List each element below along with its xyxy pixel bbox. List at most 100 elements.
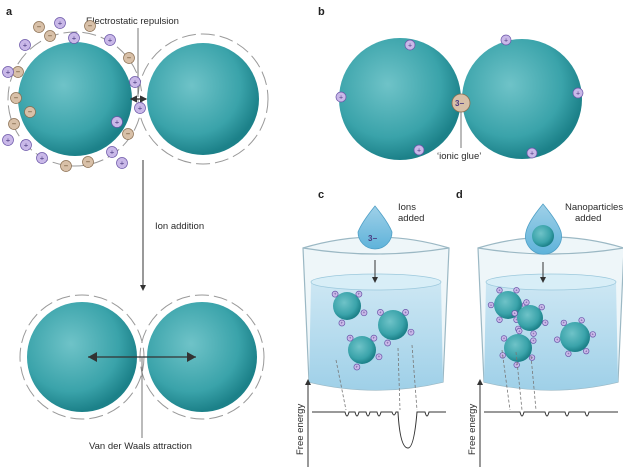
ion-c-1-0-cation	[377, 309, 384, 316]
ion-a-2-sign: −	[88, 21, 93, 30]
ion-a-14-sign: +	[40, 153, 45, 162]
water-surface-d	[485, 273, 617, 291]
dispersed-particles-c: ++++++++++++	[331, 290, 415, 371]
ion-a-16-sign: −	[86, 157, 91, 166]
ion-b-3-sign: +	[504, 37, 508, 44]
ion-d-3-2-sign: +	[556, 337, 559, 342]
ion-d-2-4-sign: +	[518, 328, 521, 333]
ion-a-22-sign: +	[72, 33, 77, 42]
ion-a-15-anion	[60, 160, 72, 172]
ion-d-0-2-sign: +	[498, 317, 501, 322]
ion-a-19-cation	[2, 134, 14, 146]
panel-label-c: c	[318, 189, 324, 201]
free-energy-label-d: Free energy	[467, 404, 478, 455]
energy-curve-d	[484, 411, 618, 417]
ion-c-1-1-cation	[402, 309, 409, 316]
ion-d-3-0-cation	[583, 347, 590, 355]
ion-d-0-2-cation	[496, 316, 503, 323]
repulsion-label: Electrostatic repulsion	[86, 16, 179, 27]
beaker-rim-d	[477, 247, 623, 255]
nanoparticle-bottom-right	[147, 302, 257, 412]
ion-d-2-3-cation	[500, 335, 508, 342]
water-c	[309, 277, 443, 390]
ion-a-8-anion	[10, 92, 22, 104]
nanoparticle-right	[147, 43, 259, 155]
ions-added-line1: Ions	[398, 202, 416, 213]
ion-d-2-0-sign: +	[531, 355, 534, 360]
ion-d-3-1-cation	[565, 350, 572, 357]
ion-d-3-0-sign: +	[585, 348, 588, 353]
ion-c-2-0-sign: +	[349, 335, 352, 340]
ion-c-0-2-sign: +	[363, 310, 366, 315]
ion-a-6-sign: +	[6, 67, 11, 76]
ion-c-0-3-cation	[338, 319, 346, 327]
guide-line-c-2	[397, 347, 401, 411]
ionic-glue-label: ‘ionic glue’	[437, 151, 481, 162]
ions-added-line2: added	[398, 213, 424, 224]
ion-b-0-cation	[404, 39, 416, 51]
ion-a-21-cation	[111, 116, 123, 128]
ion-a-1-sign: −	[37, 22, 42, 31]
ion-d-3-5-sign: +	[592, 332, 595, 337]
ion-d-1-0-sign: +	[544, 320, 547, 325]
ion-a-14-cation	[36, 152, 48, 164]
ion-d-0-3-sign: +	[490, 302, 493, 307]
ion-b-1-sign: +	[339, 94, 343, 101]
guide-line-d-3	[530, 355, 537, 411]
ion-d-3-5-cation	[589, 331, 596, 338]
ion-d-1-5-cation	[538, 303, 545, 311]
ion-d-1-3-cation	[511, 310, 518, 317]
ion-c-2-3-cation	[353, 363, 361, 371]
ion-addition-label: Ion addition	[155, 221, 204, 232]
ion-a-1-anion	[33, 21, 45, 33]
nanoparticle-b-right	[462, 39, 582, 159]
ion-c-2-2-cation	[375, 353, 383, 361]
ion-a-5-sign: −	[16, 67, 21, 76]
ion-d-1-4-sign: +	[525, 300, 528, 305]
ion-a-12-sign: +	[24, 140, 29, 149]
particle-c-1	[378, 310, 408, 340]
ion-d-1-1-cation	[530, 330, 537, 337]
ion-a-13-sign: −	[126, 129, 131, 138]
ion-a-23-sign: −	[28, 107, 33, 116]
ion-c-2-1-sign: +	[373, 335, 376, 340]
ion-d-1-3-sign: +	[514, 311, 517, 316]
ion-a-17-sign: +	[110, 147, 115, 156]
water-surface-c	[310, 273, 442, 291]
ion-a-3-cation	[19, 39, 31, 51]
ion-d-3-4-sign: +	[580, 318, 583, 323]
panel-d: Nanoparticles added ++++++++++++++++++++…	[467, 202, 623, 467]
particle-d-3	[560, 322, 590, 352]
ion-a-21-sign: +	[115, 117, 120, 126]
ion-a-22-cation	[68, 32, 80, 44]
ion-a-8-sign: −	[14, 93, 19, 102]
ion-b-2-sign: +	[417, 147, 421, 154]
ion-c-2-3-sign: +	[356, 364, 359, 369]
ion-d-0-4-cation	[496, 287, 503, 294]
ion-c-0-2-cation	[360, 309, 368, 317]
ion-d-0-1-sign: +	[515, 317, 518, 322]
ion-a-9-cation	[129, 76, 141, 88]
ion-a-18-cation	[116, 157, 128, 169]
ion-c-2-0-cation	[346, 334, 354, 342]
ion-a-11-sign: +	[138, 103, 143, 112]
ion-a-7-sign: −	[127, 53, 132, 62]
surface-ions-a: +−−++−+−−+−++−+−−+++−++−	[2, 17, 146, 172]
ion-a-20-anion	[44, 30, 56, 42]
ion-d-1-1-sign: +	[532, 331, 535, 336]
ion-a-7-anion	[123, 52, 135, 64]
nanoparticle-b-left	[339, 38, 461, 160]
ion-d-0-3-cation	[487, 301, 495, 309]
ion-a-0-cation	[54, 17, 66, 29]
ion-a-13-anion	[122, 128, 134, 140]
ion-b-2-cation	[413, 144, 425, 156]
vdw-right-arrowhead	[187, 352, 196, 362]
panel-c: 3− Ions added ++++++++++++ Free energy	[295, 202, 450, 467]
ion-a-17-cation	[106, 146, 118, 158]
ion-d-0-4-sign: +	[498, 288, 501, 293]
guide-line-c-3	[411, 344, 418, 411]
ion-d-2-5-sign: +	[532, 338, 535, 343]
ion-c-0-1-cation	[355, 290, 363, 298]
